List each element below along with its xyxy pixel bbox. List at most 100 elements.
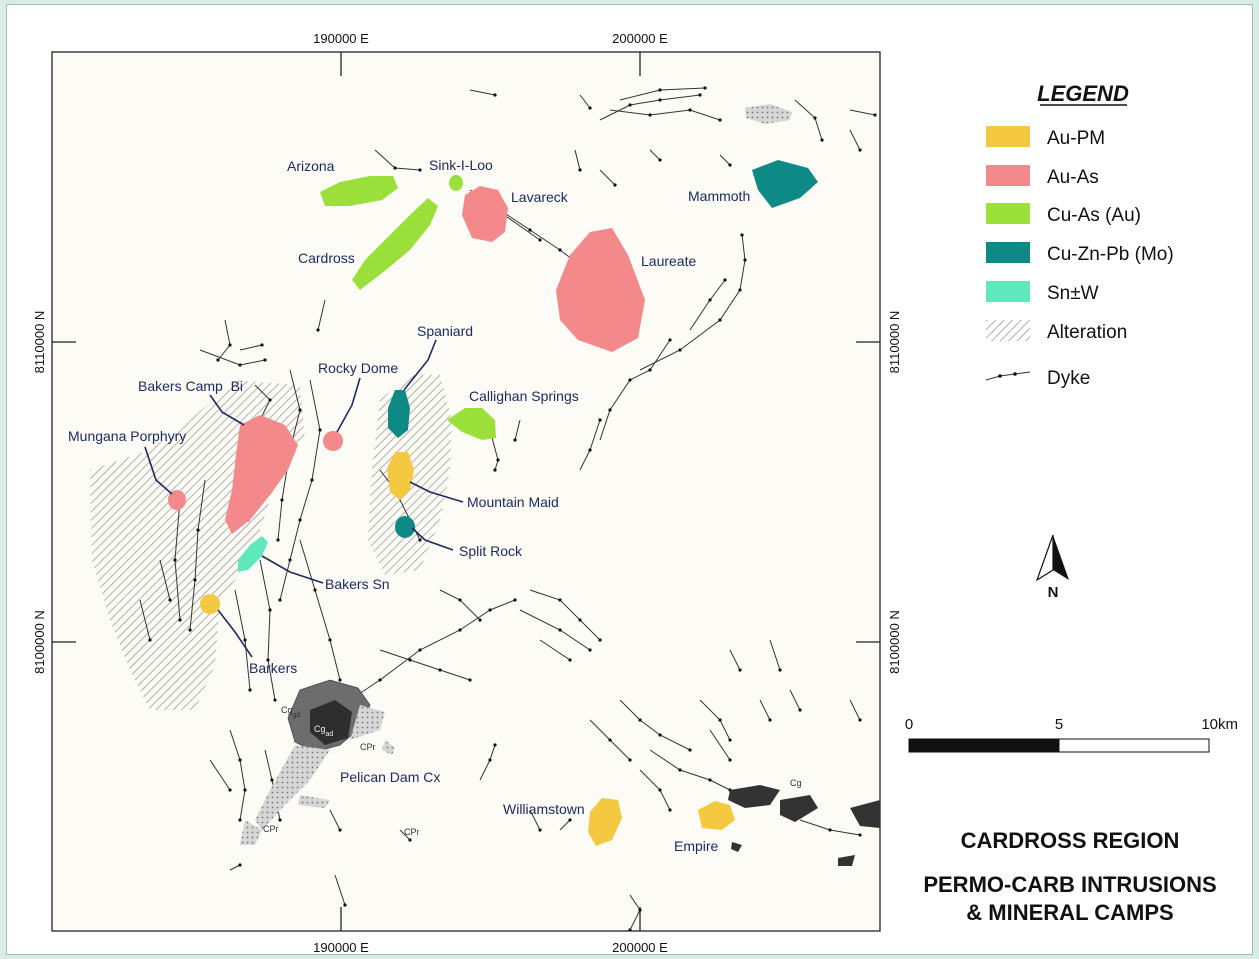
label-mountain-maid: Mountain Maid (467, 494, 559, 510)
dyke-node (193, 578, 197, 582)
dyke-node (558, 248, 562, 252)
geo-label-cg-ad: Cgad (314, 724, 333, 738)
north-arrow-right-half (1053, 535, 1069, 580)
grid-ticks (52, 52, 880, 931)
dyke-node (393, 166, 397, 170)
dyke-node (238, 863, 242, 867)
dyke-node (538, 828, 542, 832)
rhyolite-unit-b (255, 745, 330, 830)
dyke-node (740, 233, 744, 237)
legend-swatch-au-as (986, 165, 1030, 186)
dyke-node (493, 93, 497, 97)
dyke-node (408, 658, 412, 662)
dyke-node (728, 758, 732, 762)
label-callighan-springs: Callighan Springs (469, 388, 579, 404)
dyke-node (723, 278, 727, 282)
grid-label-right-8110000n: 8110000 N (887, 311, 902, 374)
dyke-node (418, 168, 422, 172)
geo-label-cg-east: Cg (790, 778, 802, 788)
dyke-node (338, 678, 342, 682)
deposit-barkers (200, 594, 220, 614)
granite-unit-east-d (838, 855, 855, 866)
grid-label-left-8100000n: 8100000 N (32, 610, 47, 674)
dyke-node (310, 478, 314, 482)
deposit-bakers-sn (238, 536, 268, 572)
dyke-node (778, 668, 782, 672)
dyke-node (678, 768, 682, 772)
dyke-node (728, 163, 732, 167)
dyke-node (578, 618, 582, 622)
dyke-node (768, 718, 772, 722)
label-cardross: Cardross (298, 250, 355, 266)
dyke-node (288, 558, 292, 562)
geo-label-cg-gd: Cggd (281, 705, 300, 719)
dyke-node (858, 718, 862, 722)
scale-segment-white (1058, 738, 1210, 753)
dyke-node (378, 678, 382, 682)
label-barkers: Barkers (249, 660, 297, 676)
dyke-node (493, 468, 497, 472)
legend-swatch-sn-w (986, 281, 1030, 302)
dyke-node (298, 518, 302, 522)
geo-label-cpr-3: CPr (404, 827, 420, 837)
dyke-node (418, 538, 422, 542)
dyke-node (513, 598, 517, 602)
dyke-node (828, 828, 832, 832)
label-lavareck: Lavareck (511, 189, 569, 205)
dyke-node (418, 648, 422, 652)
dyke-node (658, 788, 662, 792)
dyke-node (260, 343, 264, 347)
deposit-bakers-camp-bi (225, 415, 298, 534)
deposit-mammoth (752, 160, 818, 208)
dyke-node (478, 618, 482, 622)
deposit-mountain-maid (387, 452, 414, 500)
dyke-node (668, 338, 672, 342)
label-sink-i-loo: Sink-I-Loo (429, 157, 493, 173)
legend: LEGEND Au-PM Au-As Cu-As (Au) Cu-Zn-Pb (… (985, 81, 1174, 389)
deposit-williamstown (588, 798, 622, 846)
title-line-3: & MINERAL CAMPS (966, 900, 1173, 925)
dyke-node (638, 908, 642, 912)
legend-label-au-pm: Au-PM (1047, 128, 1105, 149)
title-line-2: PERMO-CARB INTRUSIONS (923, 872, 1216, 897)
dyke-node (648, 368, 652, 372)
legend-label-alteration: Alteration (1047, 322, 1127, 343)
granite-unit-east-c (850, 800, 880, 828)
dyke-node (343, 903, 347, 907)
dyke-node (328, 638, 332, 642)
geo-label-cpr-2: CPr (263, 824, 279, 834)
rhyolite-unit-c (240, 820, 262, 845)
dyke-node (248, 688, 252, 692)
dyke-node (408, 838, 412, 842)
grid-label-right-8100000n: 8100000 N (887, 610, 902, 674)
label-rocky-dome: Rocky Dome (318, 360, 398, 376)
dyke-node (718, 318, 722, 322)
label-arizona: Arizona (287, 158, 335, 174)
deposit-mungana-porphyry (168, 490, 186, 510)
deposit-laureate (556, 228, 645, 352)
dyke-network (139, 86, 877, 931)
dyke-node (513, 438, 517, 442)
dyke-node (858, 833, 862, 837)
dyke-node (658, 98, 662, 102)
dyke-node (638, 718, 642, 722)
dyke-node (228, 343, 232, 347)
dyke-node (273, 698, 277, 702)
dyke-node (588, 106, 592, 110)
deposit-lavareck (462, 186, 508, 242)
dyke-node (268, 608, 272, 612)
dyke-node (820, 138, 824, 142)
dyke-node (168, 598, 172, 602)
dyke-node (458, 598, 462, 602)
grid-label-bottom-190000e: 190000 E (313, 940, 369, 955)
dyke-node (316, 328, 320, 332)
dyke-node (488, 608, 492, 612)
scale-label-0: 0 (905, 716, 913, 733)
dyke-node (528, 228, 532, 232)
scale-bar: 0 5 10km (905, 716, 1238, 753)
dyke-node (263, 358, 267, 362)
dyke-node (658, 733, 662, 737)
dyke-node (728, 738, 732, 742)
geo-label-cpr-1: CPr (360, 742, 376, 752)
